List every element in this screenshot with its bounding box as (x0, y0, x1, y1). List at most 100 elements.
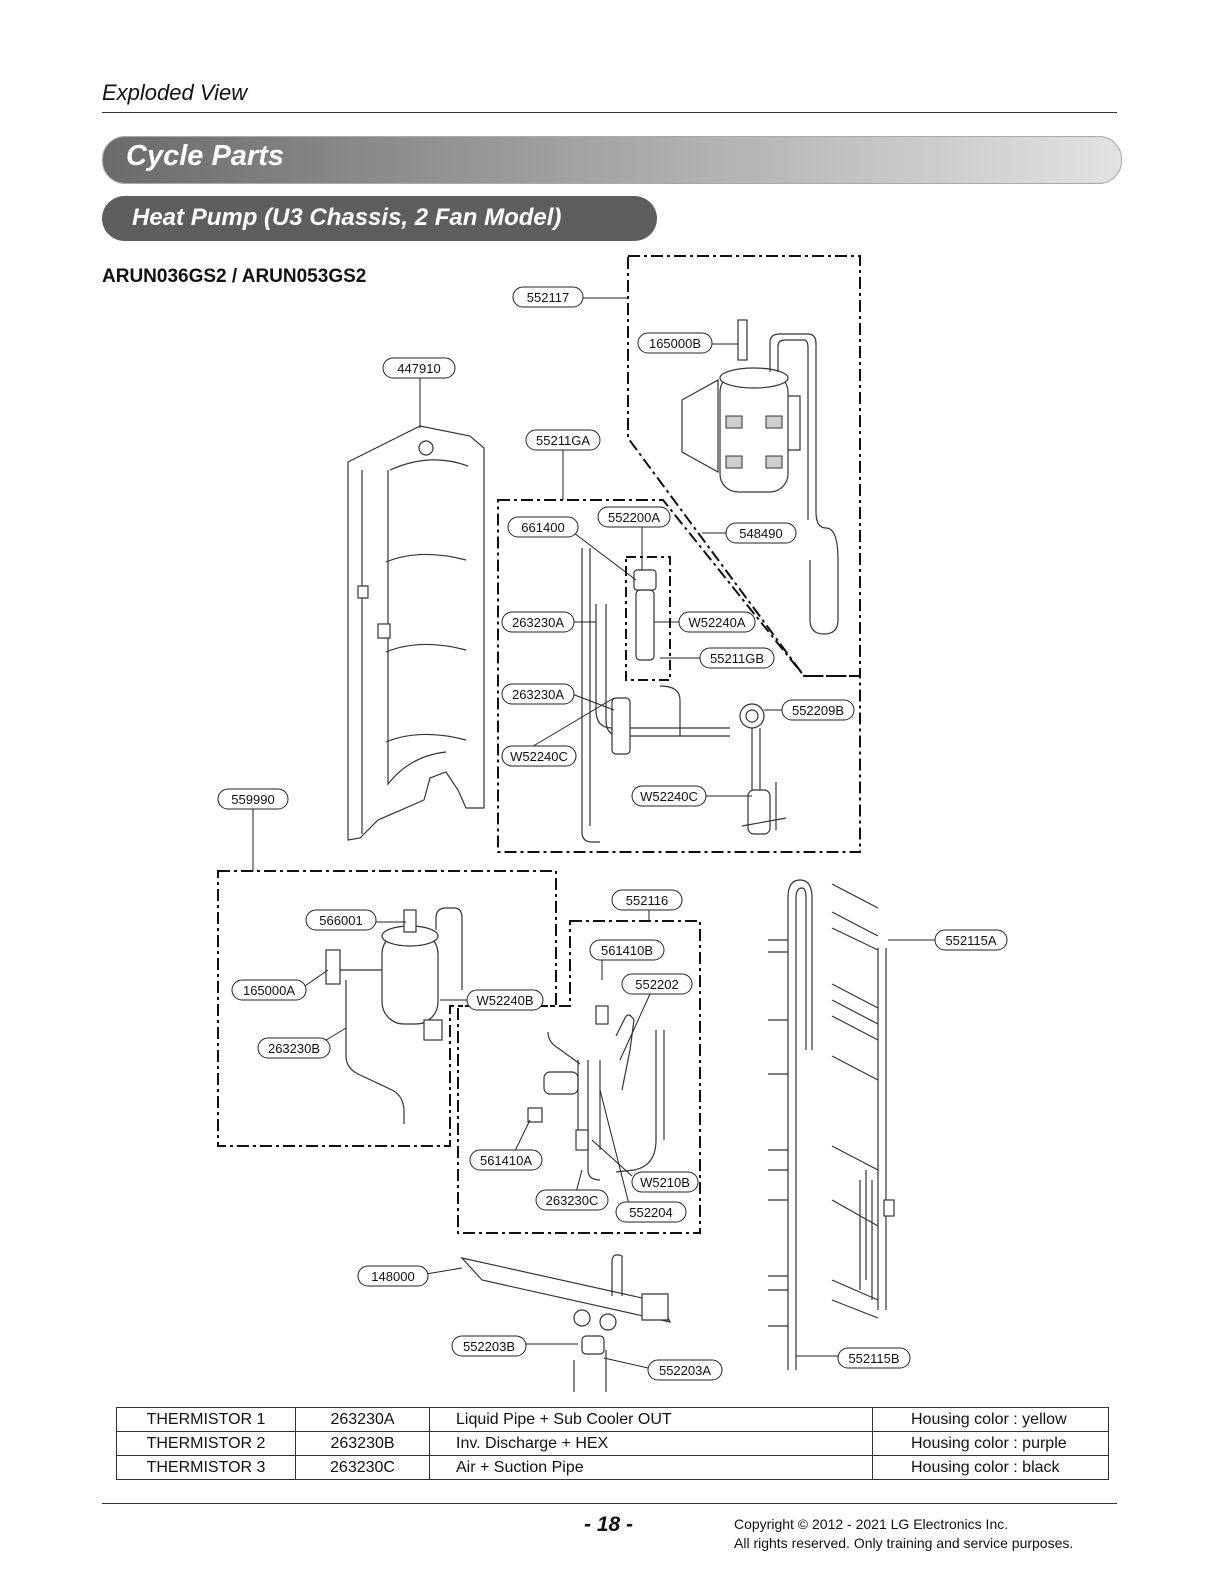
copyright-line: Copyright © 2012 - 2021 LG Electronics I… (734, 1516, 1009, 1532)
svg-text:661400: 661400 (521, 520, 564, 535)
callout-W52240C-2: W52240C (631, 785, 707, 807)
callout-W52240B: W52240B (466, 989, 544, 1011)
thermistor-name: THERMISTOR 2 (116, 1431, 296, 1456)
svg-text:W5210B: W5210B (640, 1175, 690, 1190)
table-row: THERMISTOR 1 263230A Liquid Pipe + Sub C… (116, 1407, 1109, 1432)
section-header: Exploded View (102, 80, 248, 105)
svg-text:55211GB: 55211GB (710, 651, 764, 666)
svg-text:552204: 552204 (629, 1205, 672, 1220)
callout-559990: 559990 (217, 788, 289, 810)
svg-text:561410B: 561410B (601, 943, 653, 958)
callout-552203A: 552203A (647, 1359, 723, 1381)
heat-exchanger-part (768, 879, 895, 1370)
svg-text:548490: 548490 (739, 526, 782, 541)
svg-text:263230C: 263230C (546, 1193, 599, 1208)
callout-W52240A: W52240A (678, 611, 756, 633)
accumulator-group-boundary (627, 255, 861, 677)
callout-552203B: 552203B (451, 1335, 527, 1357)
reversing-valve-part (527, 1005, 665, 1181)
callout-661400: 661400 (507, 516, 579, 538)
svg-text:552116: 552116 (626, 893, 668, 908)
callout-552200A: 552200A (597, 506, 671, 528)
svg-text:447910: 447910 (397, 361, 440, 376)
svg-text:552202: 552202 (635, 977, 678, 992)
table-row: THERMISTOR 2 263230B Inv. Discharge + HE… (116, 1431, 1109, 1456)
thermistor-housing: Housing color : purple (872, 1431, 1109, 1456)
model-number-title: ARUN036GS2 / ARUN053GS2 (102, 266, 367, 287)
svg-text:552115A: 552115A (945, 933, 996, 948)
callout-552115A: 552115A (934, 929, 1008, 951)
footer-rule (102, 1503, 1117, 1504)
svg-text:165000B: 165000B (649, 336, 701, 351)
callout-263230C: 263230C (535, 1189, 609, 1211)
valve-assembly-part (581, 548, 787, 843)
sub-valve-group-boundary (625, 556, 671, 681)
callout-W52240C-1: W52240C (501, 745, 577, 767)
svg-text:566001: 566001 (319, 913, 362, 928)
callout-W5210B: W5210B (631, 1171, 699, 1193)
copyright-notice: Copyright © 2012 - 2021 LG Electronics I… (734, 1515, 1073, 1553)
rights-line: All rights reserved. Only training and s… (734, 1535, 1074, 1551)
svg-text:W52240B: W52240B (476, 993, 533, 1008)
svg-text:552117: 552117 (527, 290, 569, 305)
cycle-parts-banner (102, 136, 1122, 184)
svg-text:W52240A: W52240A (688, 615, 745, 630)
callout-552202: 552202 (621, 973, 693, 995)
header-rule (102, 112, 1117, 113)
callout-447910: 447910 (382, 357, 456, 379)
svg-text:263230B: 263230B (268, 1041, 320, 1056)
callout-548490: 548490 (725, 522, 797, 544)
callout-552115B: 552115B (837, 1347, 911, 1369)
compressor-part (325, 907, 463, 1124)
svg-text:263230A: 263230A (512, 687, 564, 702)
thermistor-name: THERMISTOR 1 (116, 1407, 296, 1432)
thermistor-housing: Housing color : black (872, 1455, 1109, 1480)
side-panel-part (347, 425, 485, 841)
callout-552116: 552116 (611, 889, 683, 911)
svg-text:W52240C: W52240C (640, 789, 698, 804)
thermistor-code: 263230C (295, 1455, 430, 1480)
callout-165000B: 165000B (637, 332, 713, 354)
svg-text:552209B: 552209B (792, 703, 844, 718)
callout-55211GB: 55211GB (699, 647, 775, 669)
svg-text:148000: 148000 (371, 1269, 414, 1284)
thermistor-table: THERMISTOR 1 263230A Liquid Pipe + Sub C… (116, 1407, 1109, 1480)
thermistor-location: Air + Suction Pipe (429, 1455, 873, 1480)
callout-552117: 552117 (512, 286, 584, 308)
callout-165000A: 165000A (231, 979, 307, 1001)
svg-text:559990: 559990 (231, 792, 274, 807)
callout-263230B: 263230B (257, 1037, 331, 1059)
table-row: THERMISTOR 3 263230C Air + Suction Pipe … (116, 1455, 1109, 1480)
accumulator-part (681, 319, 839, 635)
thermistor-code: 263230A (295, 1407, 430, 1432)
callout-148000: 148000 (357, 1265, 429, 1287)
callout-552209B: 552209B (781, 699, 855, 721)
page-number: - 18 - (584, 1513, 634, 1536)
thermistor-location: Inv. Discharge + HEX (429, 1431, 873, 1456)
thermistor-location: Liquid Pipe + Sub Cooler OUT (429, 1407, 873, 1432)
subbanner-title: Heat Pump (U3 Chassis, 2 Fan Model) (132, 204, 562, 231)
compressor-group-boundary (217, 870, 557, 1147)
callout-263230A-2: 263230A (501, 683, 575, 705)
svg-text:552203B: 552203B (463, 1339, 515, 1354)
svg-text:561410A: 561410A (480, 1153, 532, 1168)
svg-text:W52240C: W52240C (510, 749, 568, 764)
callout-561410B: 561410B (589, 939, 665, 961)
svg-text:552203A: 552203A (659, 1363, 711, 1378)
svg-text:55211GA: 55211GA (536, 433, 590, 448)
callout-552204: 552204 (615, 1201, 687, 1223)
callout-566001: 566001 (305, 909, 377, 931)
thermistor-code: 263230B (295, 1431, 430, 1456)
reversing-valve-group-boundary (457, 920, 701, 1234)
callout-561410A: 561410A (469, 1149, 543, 1171)
callout-263230A-1: 263230A (501, 611, 575, 633)
banner-title: Cycle Parts (126, 140, 284, 172)
svg-text:552200A: 552200A (608, 510, 660, 525)
callout-55211GA: 55211GA (525, 429, 601, 451)
svg-text:552115B: 552115B (848, 1351, 899, 1366)
svg-text:263230A: 263230A (512, 615, 564, 630)
thermistor-name: THERMISTOR 3 (116, 1455, 296, 1480)
svg-text:165000A: 165000A (243, 983, 295, 998)
thermistor-housing: Housing color : yellow (872, 1407, 1109, 1432)
